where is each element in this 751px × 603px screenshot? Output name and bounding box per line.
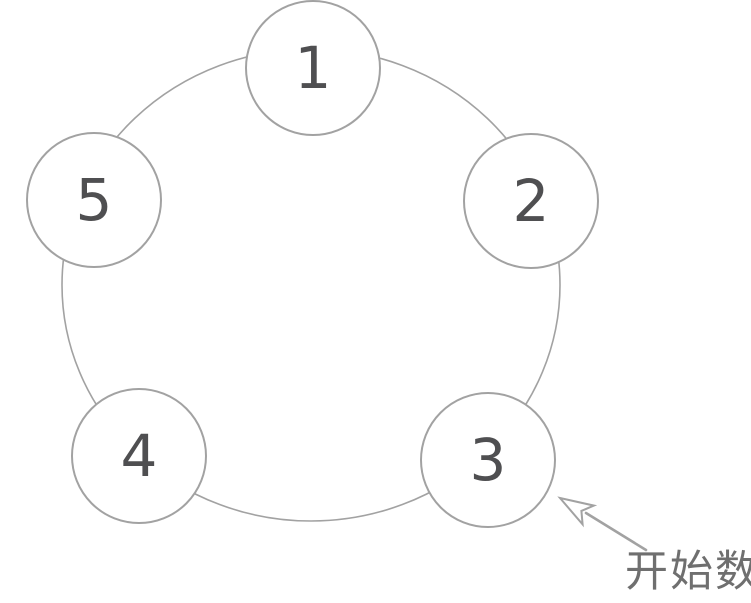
circle-node-4: 4 <box>71 388 207 524</box>
annotation-arrow-shaft <box>584 511 648 552</box>
circle-node-3: 3 <box>420 392 556 528</box>
circle-node-1: 1 <box>245 0 381 136</box>
annotation-label: 开始数 <box>625 547 751 597</box>
node-number: 5 <box>75 166 113 234</box>
annotation-arrow-icon <box>557 496 598 528</box>
node-number: 1 <box>294 34 332 102</box>
node-number: 4 <box>120 422 158 490</box>
node-number: 3 <box>469 426 507 494</box>
circle-node-2: 2 <box>463 133 599 269</box>
node-number: 2 <box>512 167 550 235</box>
circle-node-5: 5 <box>26 132 162 268</box>
